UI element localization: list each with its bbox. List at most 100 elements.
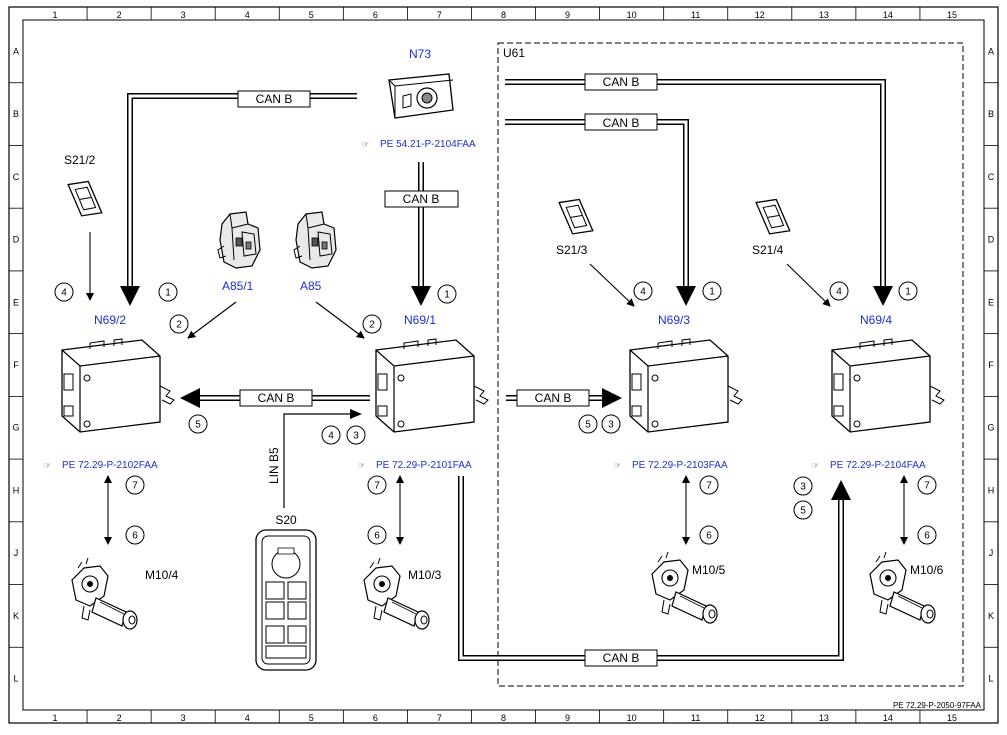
can-label-box: CAN B: [384, 190, 459, 208]
can-label: CAN B: [603, 651, 640, 665]
circled-marker: 5: [578, 414, 598, 434]
grid-column-label: 14: [883, 713, 893, 723]
s21-2-label: S21/2: [64, 153, 96, 167]
s20-label: S20: [275, 513, 297, 527]
marker-number: 6: [374, 531, 380, 542]
n69-3-label: N69/3: [658, 313, 690, 327]
grid-column-label: 3: [181, 713, 186, 723]
marker-number: 3: [608, 420, 614, 431]
marker-circle: [367, 475, 387, 495]
s21-4-switch-icon: [755, 194, 791, 239]
n69-3-ref: PE 72.29-P-2103FAA: [632, 460, 728, 471]
grid-column-label: 6: [373, 10, 378, 20]
grid-row-label: K: [13, 611, 19, 621]
circled-marker: 7: [367, 475, 387, 495]
marker-circle: [793, 476, 813, 496]
marker-number: 7: [706, 481, 712, 492]
grid-column-label: 2: [117, 713, 122, 723]
m10-6-label: M10/6: [910, 563, 944, 577]
marker-circle: [601, 414, 621, 434]
marker-circle: [578, 414, 598, 434]
n69-1-ref: PE 72.29-P-2101FAA: [376, 460, 472, 471]
grid-column-label: 10: [627, 10, 637, 20]
n69-2-control-unit-icon: [61, 338, 175, 433]
grid-row-label: E: [988, 297, 994, 307]
marker-circle: [158, 282, 178, 302]
grid-column-label: 9: [565, 10, 570, 20]
circled-marker: 7: [699, 475, 719, 495]
can-line-to-n69-3: [505, 119, 696, 306]
grid-row-label: F: [988, 360, 994, 370]
marker-circle: [633, 281, 653, 301]
grid-column-label: 1: [53, 10, 58, 20]
grid-column-label: 8: [501, 713, 506, 723]
marker-circle: [367, 525, 387, 545]
s21-3-switch-icon: [558, 194, 594, 239]
marker-circle: [188, 414, 208, 434]
marker-number: 6: [706, 531, 712, 542]
marker-circle: [125, 475, 145, 495]
grid-row-label: A: [988, 46, 994, 56]
grid-row-label: F: [13, 360, 19, 370]
circled-marker: 7: [917, 475, 937, 495]
s20-switch-block-icon: [255, 529, 317, 671]
circled-marker: 6: [917, 525, 937, 545]
grid-row-label: G: [987, 423, 994, 433]
grid-row-label: C: [13, 172, 20, 182]
grid-column-label: 15: [947, 713, 957, 723]
grid-column-label: 7: [437, 713, 442, 723]
marker-circle: [169, 314, 189, 334]
marker-number: 1: [165, 288, 171, 299]
s21-4-label: S21/4: [752, 243, 784, 257]
lin-line-s20-to-n69-1: [283, 409, 362, 508]
u61-region: [497, 42, 964, 687]
circled-marker: 5: [188, 414, 208, 434]
marker-circle: [699, 475, 719, 495]
grid-column-label: 1: [53, 713, 58, 723]
marker-number: 1: [444, 290, 450, 301]
grid-row-label: L: [988, 674, 993, 684]
n69-1-label: N69/1: [404, 313, 436, 327]
marker-circle: [437, 284, 457, 304]
marker-circle: [917, 475, 937, 495]
marker-number: 4: [640, 287, 646, 298]
marker-circle: [125, 525, 145, 545]
n69-3-control-unit-icon: [629, 338, 743, 433]
n69-1-control-unit-icon: [375, 338, 489, 433]
can-label-box: CAN B: [516, 389, 590, 407]
marker-number: 7: [924, 481, 930, 492]
circled-marker: 1: [898, 281, 918, 301]
m10-3-label: M10/3: [408, 568, 442, 582]
frame-outer: [8, 6, 999, 724]
marker-circle: [54, 282, 74, 302]
grid-row-label: C: [988, 172, 995, 182]
n73-camera-icon: [388, 73, 454, 119]
n69-4-control-unit-icon: [831, 338, 945, 433]
m10-4-motor-icon: [71, 557, 138, 630]
n69-4-ref: PE 72.29-P-2104FAA: [830, 460, 926, 471]
grid-column-label: 7: [437, 10, 442, 20]
marker-circle: [898, 281, 918, 301]
m10-5-label: M10/5: [692, 563, 726, 577]
ref-hand-icon: ☞: [614, 461, 621, 470]
marker-circle: [362, 314, 382, 334]
marker-circle: [699, 525, 719, 545]
n73-ref: PE 54.21-P-2104FAA: [380, 139, 476, 150]
n69-2-label: N69/2: [94, 313, 126, 327]
marker-circle: [917, 525, 937, 545]
grid-column-label: 3: [181, 10, 186, 20]
marker-number: 3: [353, 431, 359, 442]
can-label: CAN B: [258, 391, 295, 405]
marker-number: 5: [800, 506, 806, 517]
grid-row-label: A: [13, 46, 19, 56]
s21-2-switch-icon: [67, 176, 103, 221]
n69-4-label: N69/4: [860, 313, 892, 327]
grid-column-label: 11: [691, 10, 700, 20]
marker-circle: [321, 425, 341, 445]
marker-number: 7: [374, 481, 380, 492]
circled-marker: 5: [793, 500, 813, 520]
grid-row-label: H: [988, 485, 995, 495]
marker-circle: [829, 281, 849, 301]
